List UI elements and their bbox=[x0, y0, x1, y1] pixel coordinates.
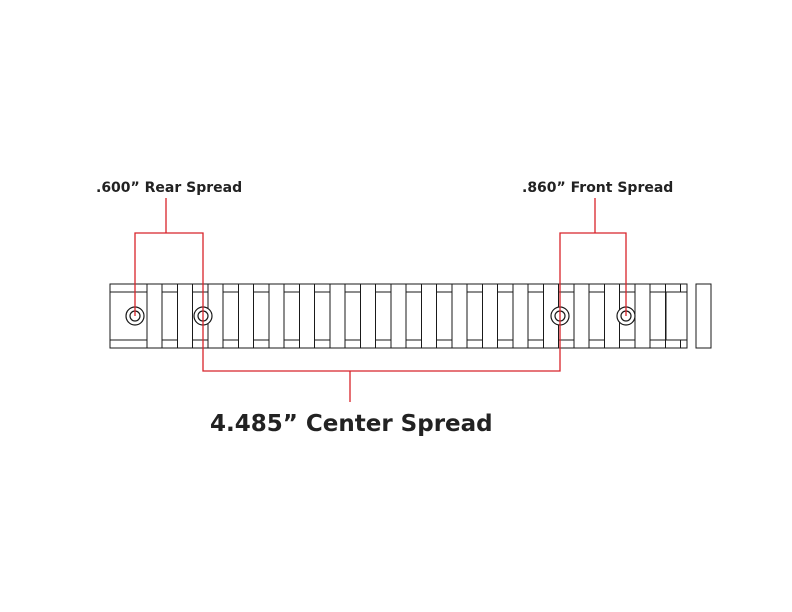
rail-slot bbox=[299, 283, 315, 349]
rail-slot bbox=[329, 283, 346, 349]
rear-spread-bracket bbox=[134, 232, 204, 316]
dimension-lines bbox=[134, 198, 627, 402]
front-spread-bracket bbox=[559, 232, 627, 316]
center-spread-label: 4.485” Center Spread bbox=[210, 411, 493, 437]
rail-slot bbox=[634, 283, 651, 349]
rail-slots bbox=[146, 283, 712, 349]
rail-slot bbox=[573, 283, 590, 349]
rail-slot bbox=[268, 283, 285, 349]
rail-slot bbox=[421, 283, 437, 349]
rail-slot bbox=[695, 283, 712, 349]
rail-slot bbox=[146, 283, 163, 349]
rail-slot bbox=[360, 283, 376, 349]
rail-slot bbox=[451, 283, 468, 349]
rail-slot bbox=[177, 283, 193, 349]
picatinny-rail bbox=[109, 283, 712, 349]
rail-end-block bbox=[665, 291, 688, 341]
rail-slot bbox=[512, 283, 529, 349]
center-spread-bracket bbox=[202, 316, 561, 372]
rail-slot bbox=[482, 283, 498, 349]
mounting-holes bbox=[125, 306, 636, 326]
rear-spread-label: .600” Rear Spread bbox=[96, 180, 242, 196]
front-spread-label: .860” Front Spread bbox=[522, 180, 673, 196]
rail-slot bbox=[390, 283, 407, 349]
rail-slot bbox=[238, 283, 254, 349]
